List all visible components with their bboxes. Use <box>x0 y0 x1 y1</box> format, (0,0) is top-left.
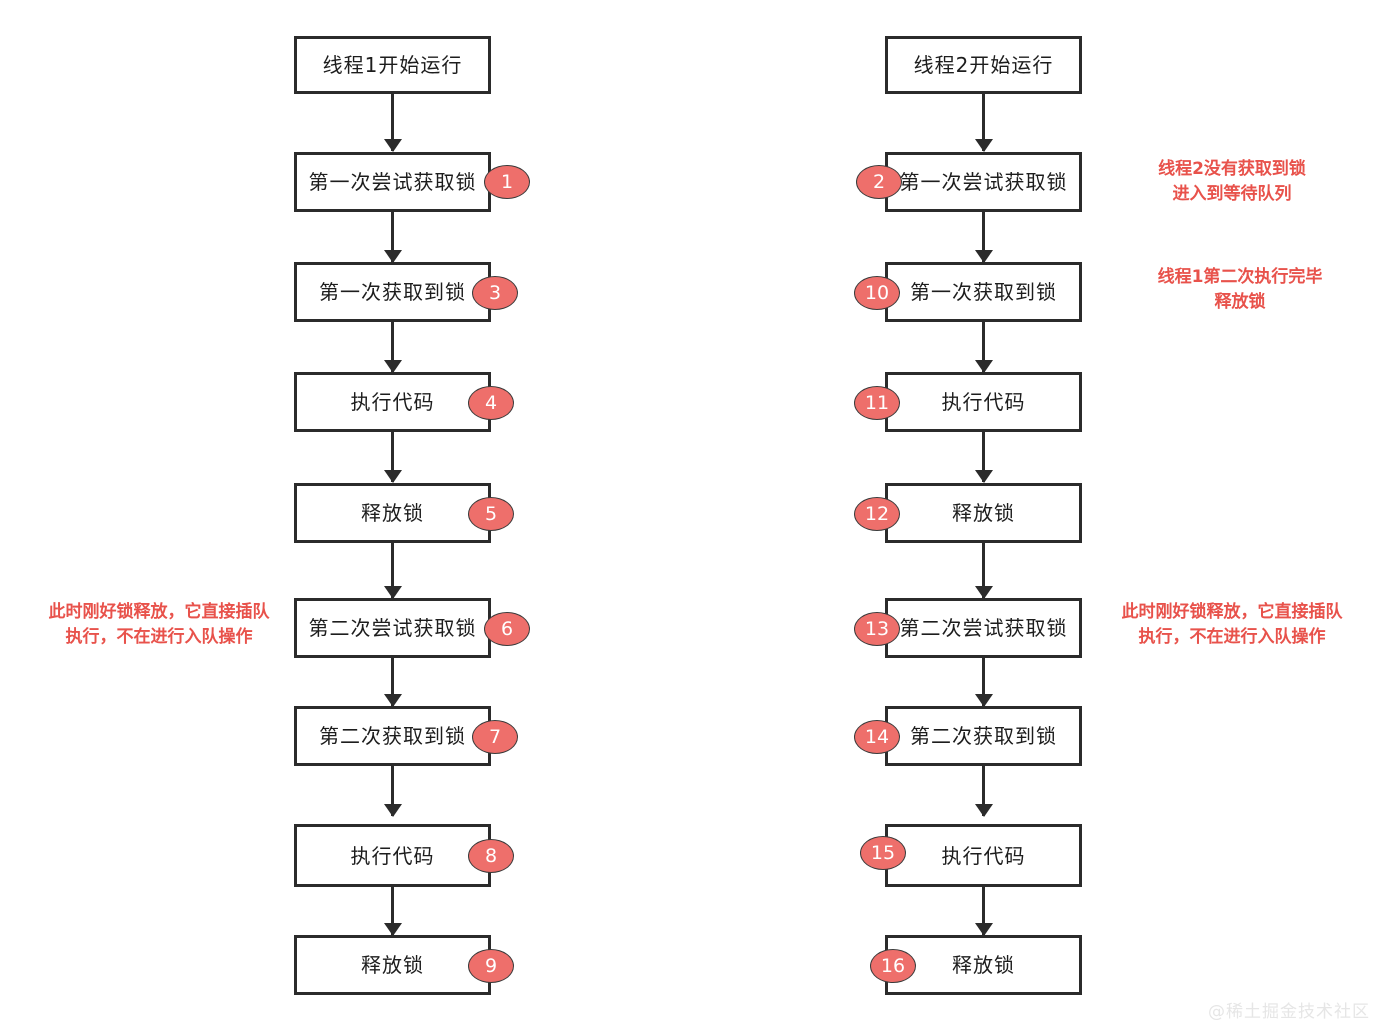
step-badge-2: 2 <box>856 165 902 199</box>
node-label: 执行代码 <box>941 390 1026 414</box>
step-badge-3: 3 <box>472 276 518 310</box>
step-badge-12: 12 <box>854 497 900 531</box>
node-label: 释放锁 <box>361 501 424 525</box>
node-label: 线程2开始运行 <box>913 53 1054 77</box>
annotation-thread2-queue-jump: 此时刚好锁释放，它直接插队 执行，不在进行入队操作 <box>1121 602 1343 647</box>
connector-4-5 <box>982 432 985 482</box>
node-label: 第一次获取到锁 <box>319 280 466 304</box>
node-thread1-4[interactable]: 释放锁 <box>294 483 491 543</box>
node-label: 执行代码 <box>941 843 1026 868</box>
step-badge-15: 15 <box>860 836 906 870</box>
node-thread1-0[interactable]: 线程1开始运行 <box>294 36 491 94</box>
connector-8-9 <box>391 887 394 935</box>
step-badge-number: 14 <box>864 725 890 748</box>
connector-1-2 <box>982 94 985 151</box>
node-label: 第一次尝试获取锁 <box>308 170 477 194</box>
step-badge-10: 10 <box>854 276 900 310</box>
node-label: 第二次尝试获取锁 <box>899 616 1068 640</box>
node-label: 执行代码 <box>350 390 435 414</box>
node-thread2-4[interactable]: 释放锁 <box>885 483 1082 543</box>
connector-2-3 <box>982 212 985 262</box>
connector-6-7 <box>982 658 985 706</box>
annotation-thread1-release-lock: 线程1第二次执行完毕 释放锁 <box>1157 267 1323 312</box>
step-badge-number: 3 <box>488 281 502 304</box>
step-badge-14: 14 <box>854 720 900 754</box>
annotation-thread2-wait-queue: 线程2没有获取到锁 进入到等待队列 <box>1158 159 1306 204</box>
node-thread1-2[interactable]: 第一次获取到锁 <box>294 262 491 322</box>
node-thread1-3[interactable]: 执行代码 <box>294 372 491 432</box>
node-label: 执行代码 <box>350 843 435 868</box>
node-thread2-1[interactable]: 第一次尝试获取锁 <box>885 152 1082 212</box>
step-badge-number: 2 <box>872 170 886 193</box>
step-badge-8: 8 <box>468 839 514 873</box>
node-thread2-0[interactable]: 线程2开始运行 <box>885 36 1082 94</box>
node-thread2-8[interactable]: 释放锁 <box>885 935 1082 995</box>
connector-4-5 <box>391 432 394 482</box>
step-badge-7: 7 <box>472 720 518 754</box>
node-thread1-8[interactable]: 释放锁 <box>294 935 491 995</box>
annotation-thread1-queue-jump: 此时刚好锁释放，它直接插队 执行，不在进行入队操作 <box>48 602 270 647</box>
step-badge-number: 7 <box>488 725 502 748</box>
node-thread2-2[interactable]: 第一次获取到锁 <box>885 262 1082 322</box>
step-badge-number: 16 <box>880 954 906 977</box>
node-thread1-5[interactable]: 第二次尝试获取锁 <box>294 598 491 658</box>
step-badge-number: 5 <box>484 502 498 525</box>
node-label: 释放锁 <box>952 953 1015 977</box>
connector-5-6 <box>391 543 394 598</box>
connector-7-8 <box>391 766 394 816</box>
node-thread2-6[interactable]: 第二次获取到锁 <box>885 706 1082 766</box>
step-badge-number: 6 <box>500 617 514 640</box>
node-thread2-3[interactable]: 执行代码 <box>885 372 1082 432</box>
node-thread2-5[interactable]: 第二次尝试获取锁 <box>885 598 1082 658</box>
step-badge-1: 1 <box>484 165 530 199</box>
node-thread1-7[interactable]: 执行代码 <box>294 824 491 887</box>
connector-2-3 <box>391 212 394 262</box>
watermark: @稀土掘金技术社区 <box>1208 1002 1370 1022</box>
step-badge-number: 12 <box>864 502 890 525</box>
node-label: 第二次尝试获取锁 <box>308 616 477 640</box>
step-badge-number: 15 <box>870 841 896 864</box>
step-badge-number: 10 <box>864 281 890 304</box>
connector-6-7 <box>391 658 394 706</box>
connector-3-4 <box>391 322 394 372</box>
step-badge-number: 13 <box>864 617 890 640</box>
step-badge-11: 11 <box>854 386 900 420</box>
node-thread1-1[interactable]: 第一次尝试获取锁 <box>294 152 491 212</box>
step-badge-number: 11 <box>864 391 890 414</box>
node-label: 释放锁 <box>361 953 424 977</box>
step-badge-number: 4 <box>484 391 498 414</box>
step-badge-5: 5 <box>468 497 514 531</box>
node-label: 第一次尝试获取锁 <box>899 170 1068 194</box>
connector-1-2 <box>391 94 394 151</box>
connector-7-8 <box>982 766 985 816</box>
node-label: 第二次获取到锁 <box>910 724 1057 748</box>
step-badge-number: 9 <box>484 954 498 977</box>
step-badge-4: 4 <box>468 386 514 420</box>
step-badge-9: 9 <box>468 949 514 983</box>
connector-5-6 <box>982 543 985 598</box>
node-label: 释放锁 <box>952 501 1015 525</box>
node-label: 第一次获取到锁 <box>910 280 1057 304</box>
step-badge-number: 8 <box>484 844 498 867</box>
node-thread2-7[interactable]: 执行代码 <box>885 824 1082 887</box>
step-badge-13: 13 <box>854 612 900 646</box>
node-label: 线程1开始运行 <box>322 53 463 77</box>
node-thread1-6[interactable]: 第二次获取到锁 <box>294 706 491 766</box>
connector-3-4 <box>982 322 985 372</box>
node-label: 第二次获取到锁 <box>319 724 466 748</box>
step-badge-16: 16 <box>870 949 916 983</box>
step-badge-number: 1 <box>500 170 514 193</box>
step-badge-6: 6 <box>484 612 530 646</box>
connector-8-9 <box>982 887 985 935</box>
